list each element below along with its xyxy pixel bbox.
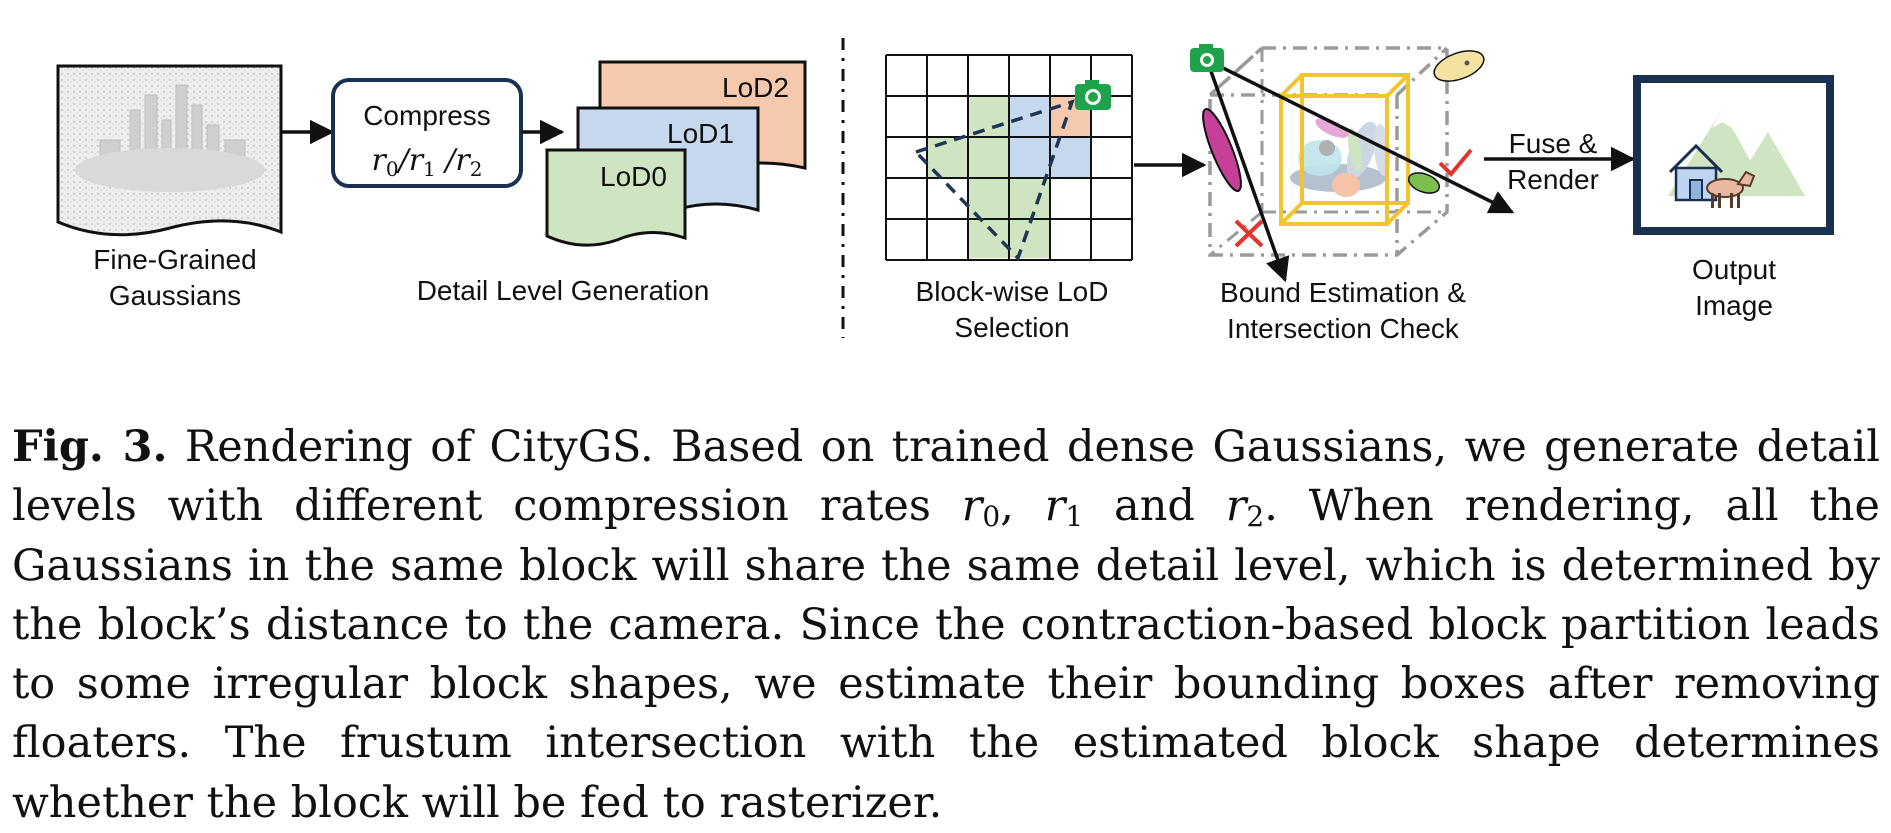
animal-icon — [1706, 170, 1756, 208]
frustum-projection — [912, 99, 1075, 262]
cross-icon — [1234, 219, 1264, 248]
blockwise-label-line2: Selection — [954, 312, 1069, 343]
fuse-label-line2: Render — [1507, 164, 1599, 195]
fine-grained-gaussians-panel: Fine-Grained Gaussians — [56, 64, 283, 311]
output-label-line1: Output — [1692, 254, 1776, 285]
rate-r1: r — [1044, 481, 1066, 532]
caption-text-part1: Rendering of CityGS. Based on trained de… — [12, 422, 1880, 532]
lod1-label: LoD1 — [667, 118, 734, 149]
caption-sep1: , — [1000, 481, 1045, 532]
fuse-label-line1: Fuse & — [1509, 128, 1598, 159]
bounding-box — [1279, 73, 1410, 226]
compress-box: Compress r0/r1 /r2 — [331, 78, 523, 188]
figure-label: Fig. 3. — [12, 422, 168, 472]
rate-r2-sub: 2 — [1246, 500, 1265, 534]
lod2-label: LoD2 — [722, 72, 789, 103]
bound-label-line1: Bound Estimation & — [1220, 277, 1466, 308]
compress-label: Compress — [363, 100, 491, 131]
compress-rates: r0/r1 /r2 — [372, 143, 483, 181]
lod-stack: LoD2 LoD1 LoD0 — [545, 60, 807, 247]
blockwise-label-line1: Block-wise LoD — [916, 276, 1109, 307]
rate-r0: r — [961, 481, 983, 532]
camera-icon — [1075, 80, 1111, 110]
rate-r1-sub: 1 — [1065, 500, 1084, 534]
check-icon — [1438, 148, 1473, 177]
rate-r0-sub: 0 — [982, 500, 1001, 534]
bound-label-line2: Intersection Check — [1227, 313, 1460, 344]
fine-grained-label-line1: Fine-Grained — [93, 244, 256, 275]
bound-estimation-panel — [1190, 44, 1515, 283]
method-figure: Fine-Grained Gaussians Compress r0/r1 /r… — [56, 38, 1834, 344]
output-label-line2: Image — [1695, 290, 1773, 321]
camera-icon — [1190, 44, 1224, 72]
caption-sep2: and — [1083, 481, 1226, 532]
city-point-cloud-image — [75, 84, 265, 192]
detail-level-generation-label: Detail Level Generation — [417, 275, 710, 306]
output-image — [1633, 75, 1834, 235]
block-grid — [885, 54, 1133, 262]
figure-caption: Fig. 3. Rendering of CityGS. Based on tr… — [12, 418, 1880, 833]
lod0-label: LoD0 — [600, 161, 667, 192]
rate-r2: r — [1225, 481, 1247, 532]
fine-grained-label-line2: Gaussians — [109, 280, 241, 311]
lod0-page — [545, 148, 687, 247]
caption-text-part2: . When rendering, all the Gaussians in t… — [12, 481, 1880, 828]
